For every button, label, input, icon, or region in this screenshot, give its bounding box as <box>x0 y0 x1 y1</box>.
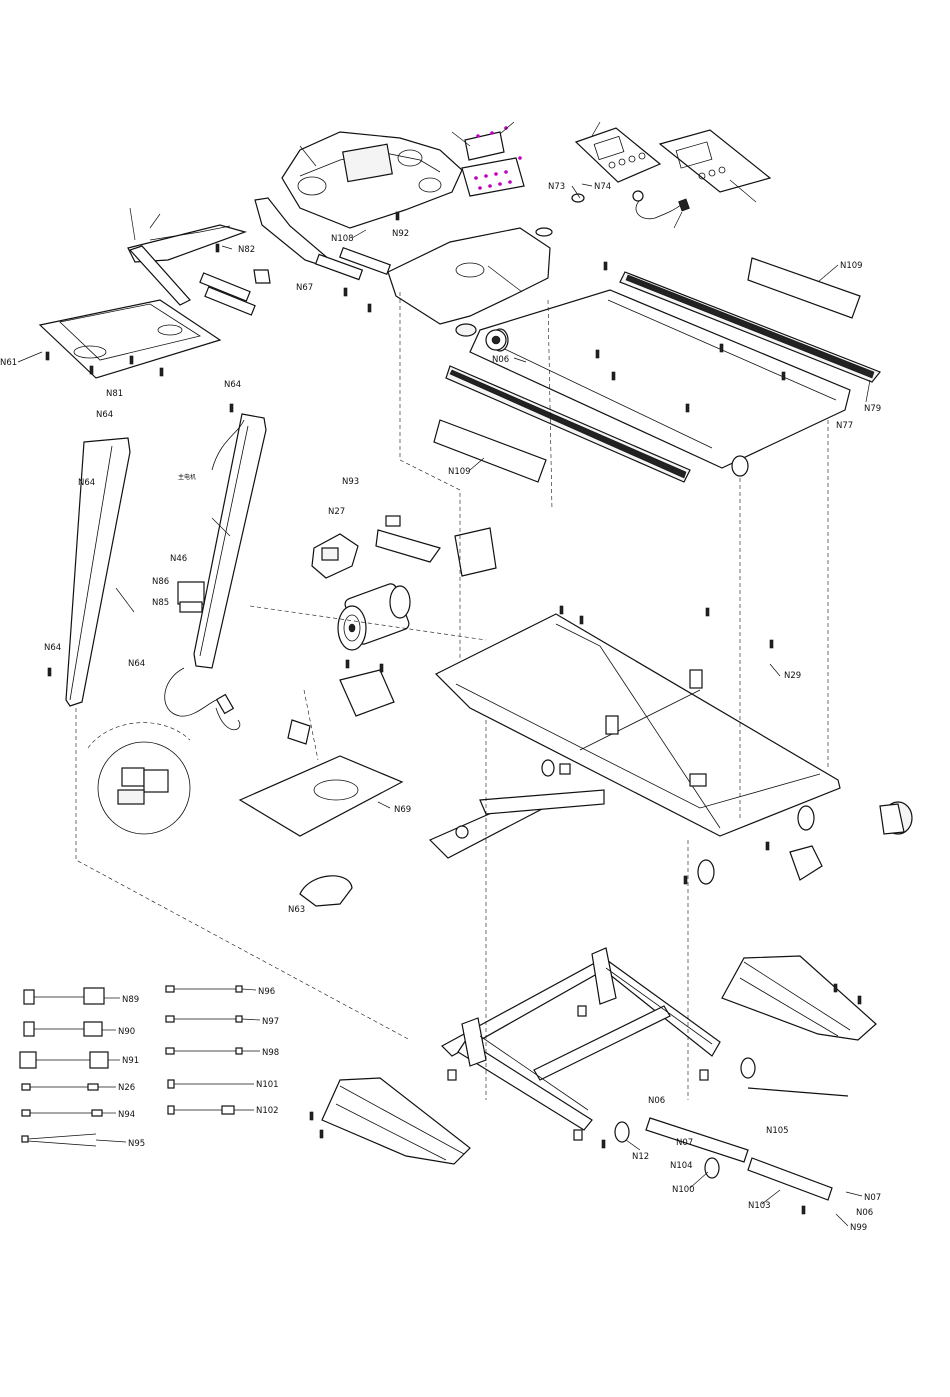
running-deck <box>470 290 850 476</box>
control-board <box>376 516 496 576</box>
label-N64-3: N64 <box>78 478 95 488</box>
label-N99: N99 <box>850 1223 867 1233</box>
label-N46: N46 <box>170 554 187 564</box>
rear-cover-right <box>722 956 876 1040</box>
label-motor-note: 主电机 <box>178 473 196 481</box>
label-N07-rear: N07 <box>864 1193 881 1203</box>
motor-mount-plate <box>288 670 394 744</box>
label-N81: N81 <box>106 389 123 399</box>
power-switch-detail <box>88 723 190 834</box>
label-N95: N95 <box>128 1139 145 1149</box>
motor-hood <box>388 228 552 324</box>
label-N91: N91 <box>122 1056 139 1066</box>
label-N06-deck: N06 <box>492 355 509 365</box>
label-N109-mid: N109 <box>448 467 471 477</box>
label-N94: N94 <box>118 1110 135 1120</box>
label-N98: N98 <box>262 1048 279 1058</box>
label-N64-2: N64 <box>96 410 113 420</box>
label-N26: N26 <box>118 1083 135 1093</box>
label-N69: N69 <box>394 805 411 815</box>
label-N12: N12 <box>632 1152 649 1162</box>
label-N85: N85 <box>152 598 169 608</box>
handlebar-left <box>128 208 255 315</box>
upright-right <box>194 414 266 668</box>
label-N06-rear: N06 <box>856 1208 873 1218</box>
console-overlay-2 <box>660 130 770 202</box>
label-N109-top: N109 <box>840 261 863 271</box>
console-housing <box>282 132 462 228</box>
label-N64-4: N64 <box>128 659 145 669</box>
label-N104: N104 <box>670 1161 693 1171</box>
transport-wheels <box>448 1006 832 1200</box>
safety-key <box>572 191 689 228</box>
console-overlay <box>576 122 660 182</box>
label-N97: N97 <box>262 1017 279 1027</box>
label-N96: N96 <box>258 987 275 997</box>
handlebar-bracket <box>40 300 220 378</box>
label-N74: N74 <box>594 182 611 192</box>
label-N07-base: N07 <box>676 1138 693 1148</box>
label-N73: N73 <box>548 182 565 192</box>
incline-linkage <box>430 760 604 858</box>
label-N90: N90 <box>118 1027 135 1037</box>
label-N64-1: N64 <box>224 380 241 390</box>
label-N67: N67 <box>296 283 313 293</box>
label-N105: N105 <box>766 1126 789 1136</box>
console-display-board <box>452 122 524 196</box>
rear-cover-left <box>322 1078 470 1164</box>
upright-left <box>66 438 134 706</box>
label-N108: N108 <box>331 234 354 244</box>
label-N82: N82 <box>238 245 255 255</box>
label-N102: N102 <box>256 1106 279 1116</box>
label-N63: N63 <box>288 905 305 915</box>
label-N61: N61 <box>0 358 17 368</box>
label-N86: N86 <box>152 577 169 587</box>
label-N27: N27 <box>328 507 345 517</box>
motor-controller <box>312 534 358 578</box>
cable-legend <box>20 986 242 1146</box>
label-N101: N101 <box>256 1080 279 1090</box>
belly-pan <box>240 756 402 836</box>
label-N103: N103 <box>748 1201 771 1211</box>
label-N77: N77 <box>836 421 853 431</box>
label-N64-5: N64 <box>44 643 61 653</box>
label-N79: N79 <box>864 404 881 414</box>
label-N92: N92 <box>392 229 409 239</box>
label-N29: N29 <box>784 671 801 681</box>
label-N89: N89 <box>122 995 139 1005</box>
label-N93: N93 <box>342 477 359 487</box>
foot-n63 <box>300 876 352 906</box>
label-N06-base: N06 <box>648 1096 665 1106</box>
drive-motor <box>338 582 411 650</box>
transformer-box <box>178 582 204 612</box>
